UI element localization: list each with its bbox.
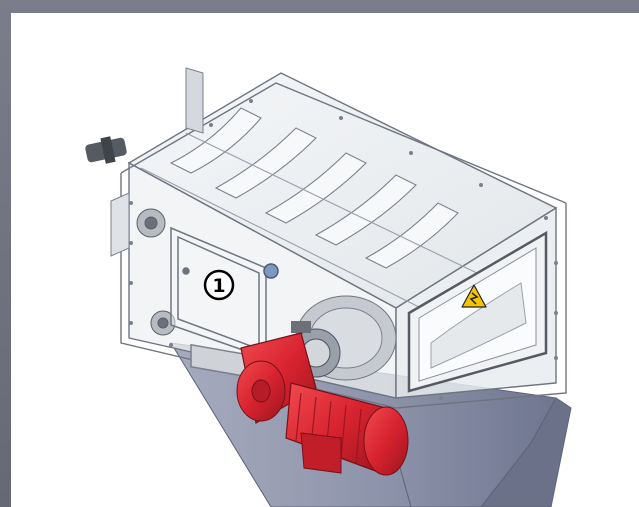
shaft-coupling	[85, 67, 204, 257]
flange-bolts	[129, 99, 558, 400]
end-window	[407, 230, 548, 393]
callout-label: 1	[212, 275, 225, 297]
callout-number-icon: 1	[203, 269, 235, 301]
drive-gears	[136, 208, 176, 336]
drive-motor	[236, 321, 409, 476]
warning-triangle-icon	[461, 284, 487, 308]
machine-illustration: 1	[85, 67, 572, 507]
illustration-panel: 1	[11, 13, 639, 507]
rotor-paddles	[140, 107, 482, 314]
